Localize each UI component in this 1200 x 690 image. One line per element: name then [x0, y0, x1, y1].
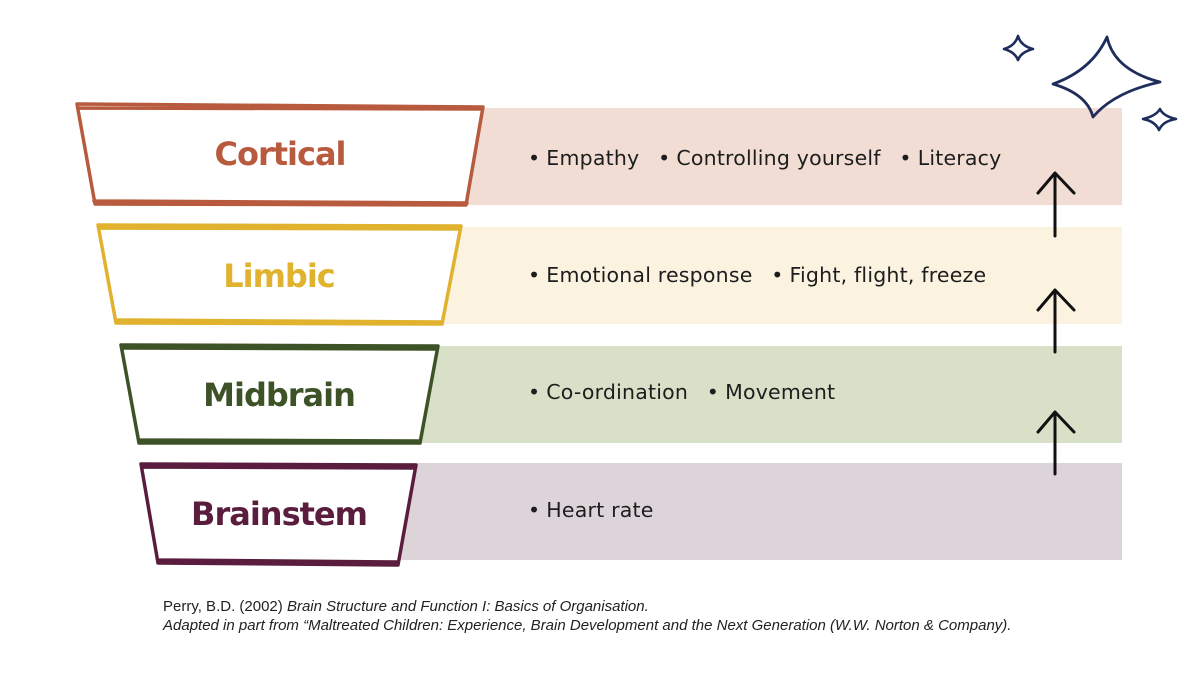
list-item: Literacy [917, 146, 1002, 170]
band-items-cortical: •Empathy •Controlling yourself •Literacy [528, 143, 1001, 173]
list-item: Heart rate [546, 498, 654, 522]
trapezoid-midbrain [119, 343, 440, 445]
bullet: • [528, 380, 541, 404]
band-items-limbic: •Emotional response •Fight, flight, free… [528, 260, 986, 290]
band-midbrain [400, 346, 1122, 443]
trapezoid-limbic [96, 223, 463, 326]
band-limbic [400, 227, 1122, 324]
citation-line-2: Adapted in part from “Maltreated Childre… [163, 616, 1011, 635]
list-item: Emotional response [546, 263, 753, 287]
bullet: • [528, 498, 541, 522]
citation-author: Perry, B.D. (2002) [163, 598, 287, 615]
sparkle-icon [1002, 34, 1035, 62]
bullet: • [706, 380, 720, 404]
bullet: • [528, 263, 541, 287]
band-items-midbrain: •Co-ordination •Movement [528, 377, 835, 407]
sparkle-icon [1141, 107, 1178, 132]
trapezoid-brainstem [139, 462, 418, 567]
trapezoid-cortical [75, 102, 485, 207]
list-item: Fight, flight, freeze [789, 263, 987, 287]
level-label-midbrain: Midbrain [203, 376, 356, 414]
sparkle-icon [1051, 35, 1162, 119]
citation-title: Brain Structure and Function I: Basics o… [286, 598, 649, 615]
list-item: Movement [725, 380, 836, 404]
citation-line-1: Perry, B.D. (2002) Brain Structure and F… [163, 597, 649, 616]
level-label-limbic: Limbic [223, 257, 336, 295]
up-arrow-icon [1036, 171, 1076, 238]
bullet: • [899, 146, 912, 170]
list-item: Controlling yourself [676, 146, 881, 170]
band-items-brainstem: •Heart rate [528, 495, 654, 525]
up-arrow-icon [1036, 288, 1076, 354]
list-item: Co-ordination [546, 380, 689, 404]
bullet: • [771, 263, 784, 287]
band-cortical [400, 108, 1122, 205]
bullet: • [658, 146, 671, 170]
list-item: Empathy [546, 146, 640, 170]
level-label-cortical: Cortical [214, 135, 346, 173]
level-label-brainstem: Brainstem [191, 495, 368, 533]
band-brainstem [400, 463, 1122, 560]
up-arrow-icon [1036, 410, 1076, 476]
bullet: • [528, 146, 541, 170]
citation-adapted: Adapted in part from “Maltreated Childre… [163, 617, 1012, 634]
